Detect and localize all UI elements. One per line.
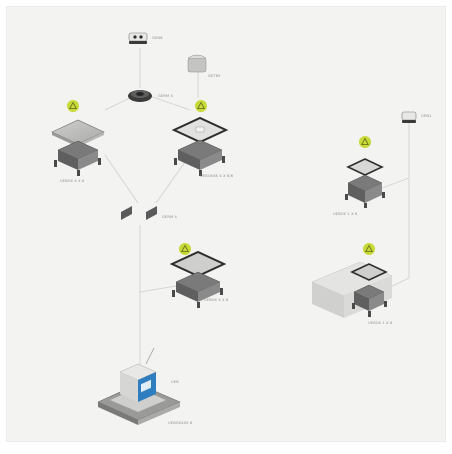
fitting-part-top: GET89 [188,55,221,78]
top-connector-label: GEN8 [152,36,163,40]
connector-part-right: GEN1 [402,112,432,123]
box-e-label: UEBOX 1 X 8 [368,321,393,325]
box-c-label: UEBOX 4 X 8 [204,298,229,302]
top-fitting-label: GET89 [208,74,221,78]
warning-icon [359,136,371,148]
floor-box-d: UEBOX 1 X 6 [333,159,385,216]
ring-part: GERM 4 [128,90,174,102]
warning-icon [363,243,375,255]
middle-link-label: GERM 4 [162,215,178,219]
right-connector-label: GEN1 [421,114,432,118]
box-a-label: UEBOX 4 X 6 [60,179,85,183]
box-d-label: UEBOX 1 X 6 [333,212,358,216]
box-b-label: UEBOX4K 4 X 6/8 [200,174,234,178]
floor-box-c: UEBOX 4 X 8 [172,252,229,308]
connector-part-top: GEN8 [129,33,163,44]
base-unit: UEB UEBOX4X5 6 [98,348,193,425]
link-part: GERM 4 [121,206,178,220]
warning-icon [195,100,207,112]
base-component-label: UEB [171,380,179,384]
floor-box-a: UEBOX 4 X 6 [52,120,104,183]
base-unit-label: UEBOX4X5 6 [168,421,193,425]
warning-icon [67,100,79,112]
floor-box-e: UEBOX 1 X 8 [312,262,393,325]
warning-icon [179,243,191,255]
floor-box-b: UEBOX4K 4 X 6/8 [174,118,234,178]
ring-label: GERM 4 [158,94,174,98]
